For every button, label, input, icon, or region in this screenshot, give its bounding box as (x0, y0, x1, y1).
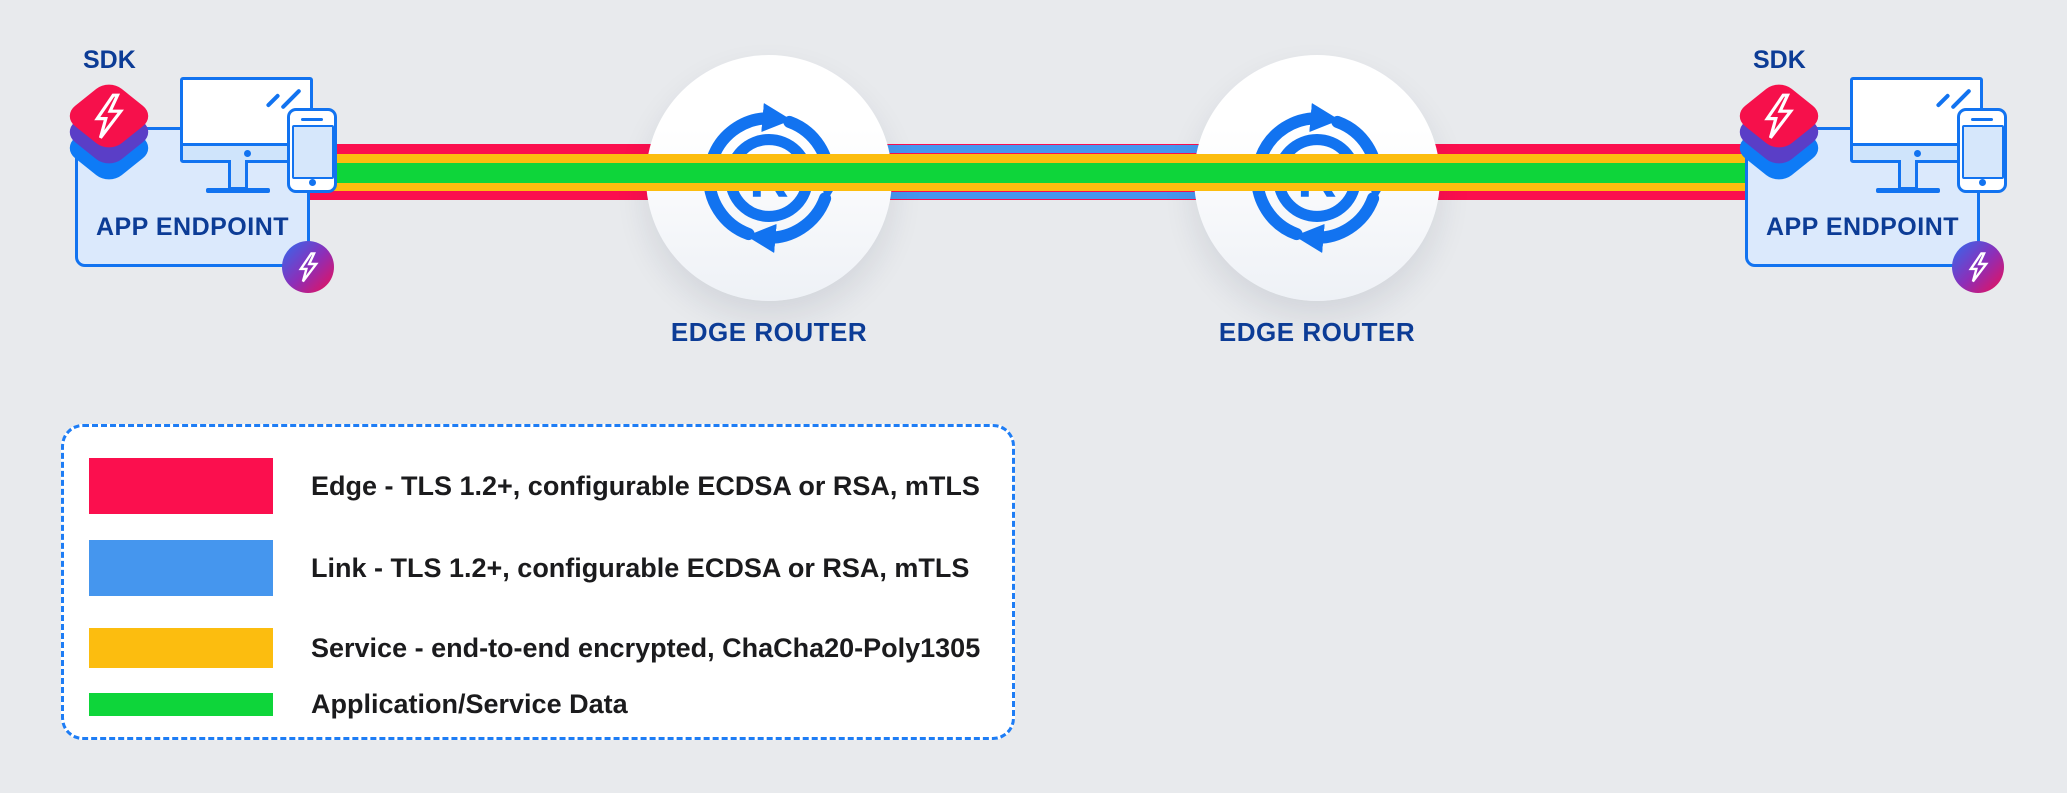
sdk-stack-icon (1728, 0, 1838, 210)
monitor-stand (1898, 160, 1918, 190)
lightning-bolt-icon (1764, 93, 1794, 139)
monitor-dot (243, 150, 251, 157)
app-endpoint-label: APP ENDPOINT (1765, 213, 1960, 241)
app-endpoint-left: SDK APP ENDPOINT (40, 0, 385, 310)
edge-router-label-left: EDGE ROUTER (670, 317, 868, 347)
endpoint-badge-icon (282, 241, 334, 293)
sdk-stack-icon (58, 0, 168, 210)
phone-screen (1962, 125, 2004, 179)
legend-box: Edge - TLS 1.2+, configurable ECDSA or R… (61, 424, 1015, 740)
edge-router-label-right: EDGE ROUTER (1218, 317, 1416, 347)
lightning-bolt-icon (298, 251, 319, 282)
legend-swatch-link (89, 540, 273, 596)
service-channel-band-top (310, 154, 1745, 163)
service-channel-band-bottom (310, 183, 1745, 191)
phone-screen (292, 125, 334, 179)
monitor-dot (1913, 150, 1921, 157)
application-data-band (310, 163, 1745, 183)
lightning-bolt-icon (94, 93, 124, 139)
link-channel-band-top (769, 145, 1317, 153)
sdk-label: SDK (83, 46, 136, 74)
legend-label-link: Link - TLS 1.2+, configurable ECDSA or R… (311, 552, 970, 583)
legend-label-edge: Edge - TLS 1.2+, configurable ECDSA or R… (311, 470, 980, 501)
lightning-bolt-icon (1968, 251, 1989, 282)
signal-line-icon (265, 93, 281, 108)
legend-swatch-data (89, 693, 273, 716)
signal-line-icon (1935, 93, 1951, 108)
app-endpoint-label: APP ENDPOINT (95, 213, 290, 241)
monitor-stand (228, 160, 248, 190)
legend-label-service: Service - end-to-end encrypted, ChaCha20… (311, 632, 981, 663)
signal-line-icon (280, 88, 302, 110)
legend-label-data: Application/Service Data (311, 689, 628, 719)
signal-line-icon (1950, 88, 1972, 110)
monitor-bezel (1853, 143, 1980, 160)
monitor-base (206, 188, 270, 193)
link-channel-band-bottom (769, 192, 1317, 199)
phone-home-button (1979, 179, 1986, 186)
legend-swatch-edge (89, 458, 273, 514)
phone-home-button (309, 179, 316, 186)
legend-swatch-service (89, 628, 273, 668)
app-endpoint-right: SDK APP ENDPOINT (1710, 0, 2055, 310)
monitor-bezel (183, 143, 310, 160)
phone-icon (287, 108, 337, 193)
phone-speaker (1971, 118, 1993, 121)
phone-speaker (301, 118, 323, 121)
sdk-label: SDK (1753, 46, 1806, 74)
phone-icon (1957, 108, 2007, 193)
endpoint-badge-icon (1952, 241, 2004, 293)
monitor-base (1876, 188, 1940, 193)
